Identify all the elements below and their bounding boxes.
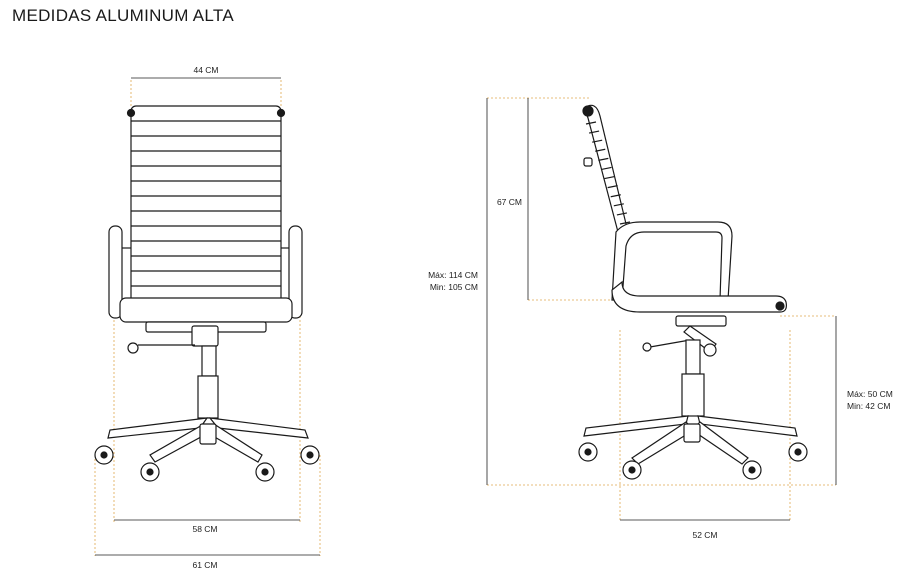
backrest-segment-line — [601, 166, 612, 171]
dimension-label-depth: 52 CM — [692, 530, 717, 540]
backrest-segment-line — [588, 130, 600, 134]
dimension-label-width-middle: 58 CM — [192, 524, 217, 534]
backrest-segment-line — [607, 185, 618, 189]
backrest-segment-line — [610, 194, 621, 198]
dimension-label-total-height-min: Min: 105 CM — [430, 282, 478, 292]
dimension-label-total-height-max: Máx: 114 CM — [428, 270, 478, 280]
front-view-chair — [94, 80, 321, 556]
backrest-segment-line — [595, 148, 606, 152]
dimension-label-width-bottom: 61 CM — [192, 560, 217, 570]
backrest-segment-line — [619, 221, 631, 225]
dimension-width-top: 44 CM — [131, 65, 281, 79]
dimension-depth: 52 CM — [620, 519, 790, 540]
dimension-label-width-top: 44 CM — [193, 65, 218, 75]
dimension-backrest-height: 67 CM — [497, 98, 529, 300]
side-view-chair — [487, 97, 836, 522]
backrest-segment-line — [613, 203, 624, 207]
dimension-width-middle: 58 CM — [114, 519, 300, 534]
dimension-label-backrest-height: 67 CM — [497, 197, 522, 207]
dimension-width-bottom: 61 CM — [95, 554, 320, 570]
dimension-label-seat-height-min: Min: 42 CM — [847, 401, 890, 411]
backrest-segment-line — [592, 139, 603, 143]
dimension-total-height: Máx: 114 CM Min: 105 CM — [428, 98, 488, 485]
backrest-segment-line — [598, 157, 609, 161]
dimension-seat-height: Máx: 50 CM Min: 42 CM — [835, 316, 893, 485]
backrest-segment-line — [616, 212, 628, 216]
dimension-label-seat-height-max: Máx: 50 CM — [847, 389, 893, 399]
backrest-segment-line — [604, 175, 615, 180]
backrest-segment-line — [585, 121, 597, 125]
page-title: MEDIDAS ALUMINUM ALTA — [12, 6, 234, 25]
